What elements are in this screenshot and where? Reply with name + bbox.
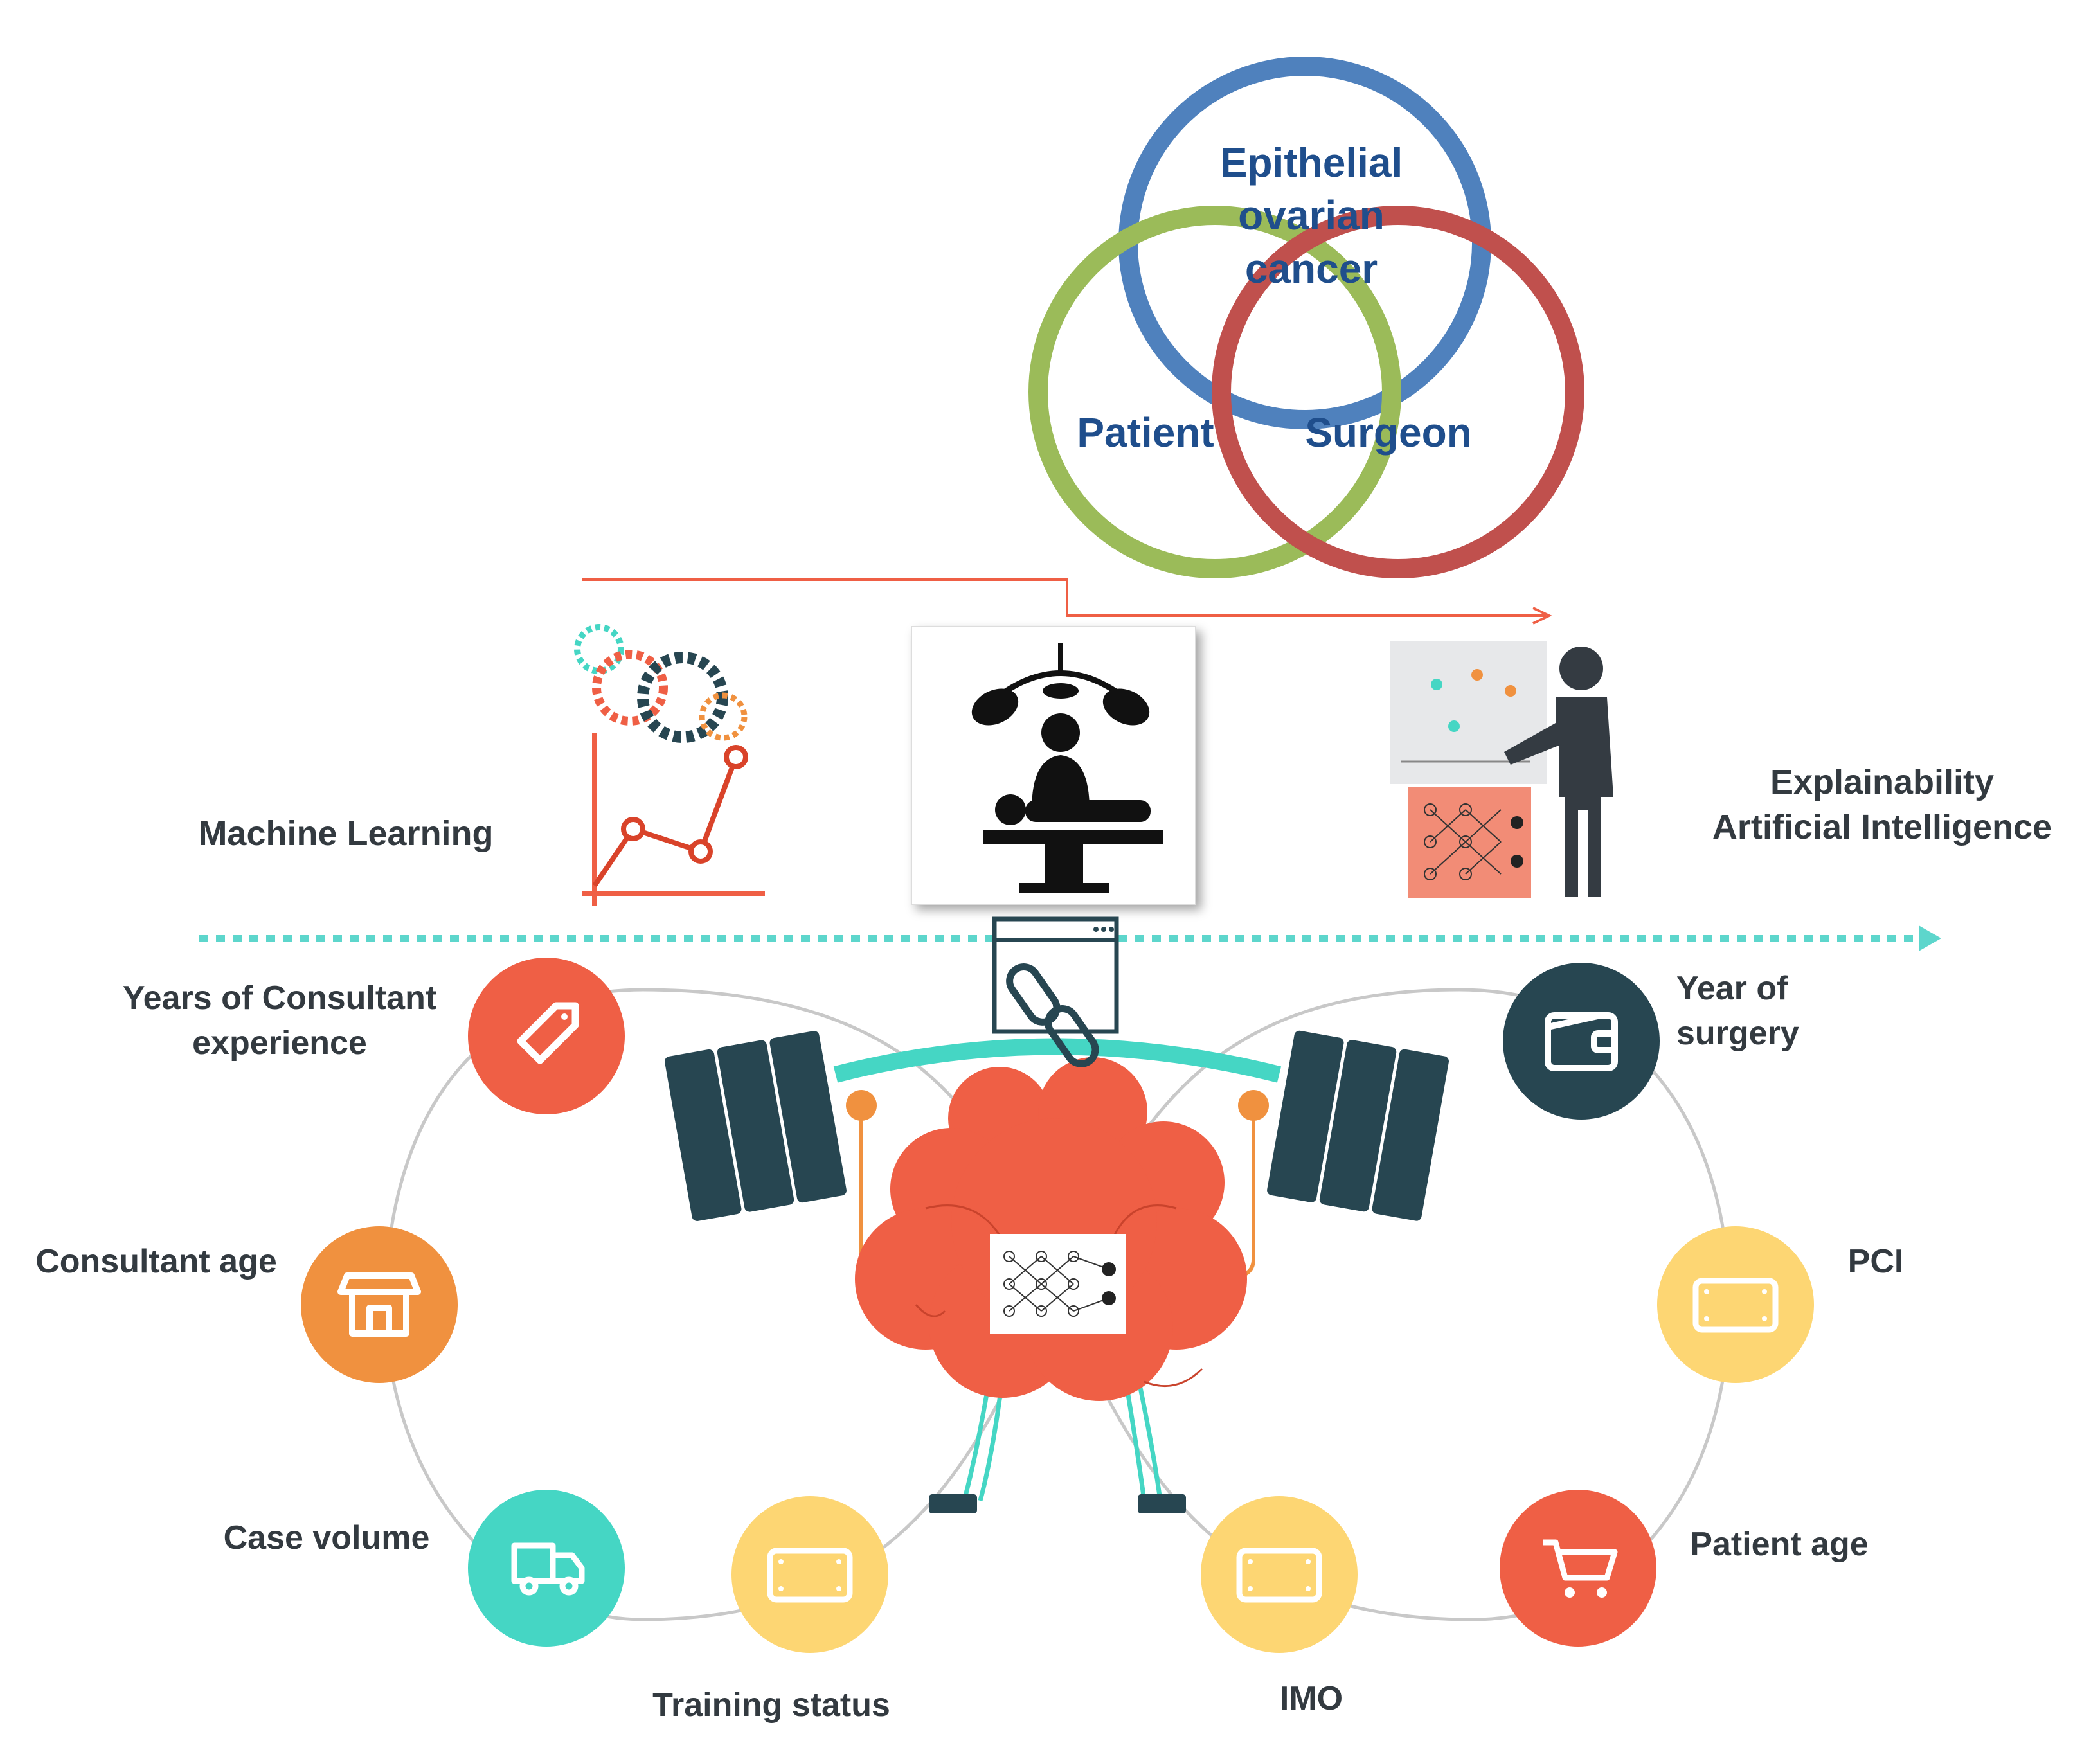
factor-node-pci [1657, 1226, 1814, 1383]
venn-circle-surgeon [1212, 206, 1584, 578]
tag-icon [517, 1002, 579, 1064]
venn-label-cancer-1: Epithelial [1220, 139, 1403, 186]
xai-presenter-icon [1390, 641, 1613, 898]
heading-xai-line2: Artificial Intelligence [1712, 808, 2052, 846]
factor-node-patient-age [1500, 1490, 1656, 1647]
factor-node-consultant-age [301, 1226, 458, 1383]
link-window-icon [992, 916, 1119, 1067]
surgery-image [911, 626, 1196, 905]
factor-node-imo [1201, 1496, 1358, 1653]
factor-node-years-consultant [468, 958, 625, 1114]
venn-label-cancer-3: cancer [1245, 246, 1378, 292]
ml-gears-chart-icon [574, 624, 765, 906]
label-patient-age: Patient age [1690, 1526, 1868, 1563]
label-years-consultant-line1: Years of Consultant [123, 979, 436, 1017]
label-imo: IMO [1280, 1680, 1343, 1717]
card-icon [767, 1548, 853, 1603]
venn-circle-patient [1028, 206, 1401, 578]
weightlifting-brain [665, 916, 1449, 1513]
label-year-of-surgery-line2: surgery [1676, 1015, 1799, 1052]
venn-diagram: Epithelial ovarian cancer Patient Surgeo… [1028, 57, 1584, 578]
venn-label-patient: Patient [1077, 409, 1214, 456]
cart-icon [1543, 1539, 1618, 1598]
label-year-of-surgery-line1: Year of [1676, 970, 1788, 1007]
factor-node-year-of-surgery [1503, 963, 1660, 1120]
factor-node-case-volume [468, 1490, 625, 1647]
factor-node-training-status [731, 1496, 888, 1653]
label-case-volume: Case volume [224, 1519, 430, 1557]
heading-xai-line1: Explainability [1770, 763, 1994, 801]
label-pci: PCI [1848, 1243, 1904, 1280]
venn-label-surgeon: Surgeon [1305, 409, 1472, 456]
label-training-status: Training status [652, 1686, 890, 1724]
card-icon [1236, 1548, 1322, 1603]
flow-arrow [582, 578, 1552, 625]
label-years-consultant-line2: experience [192, 1024, 367, 1062]
label-consultant-age: Consultant age [35, 1243, 277, 1280]
truck-icon [511, 1542, 585, 1596]
wallet-icon [1545, 1012, 1618, 1071]
heading-machine-learning: Machine Learning [198, 814, 493, 853]
store-icon [337, 1272, 421, 1337]
venn-label-cancer-2: ovarian [1238, 192, 1385, 238]
card-icon [1692, 1278, 1779, 1333]
